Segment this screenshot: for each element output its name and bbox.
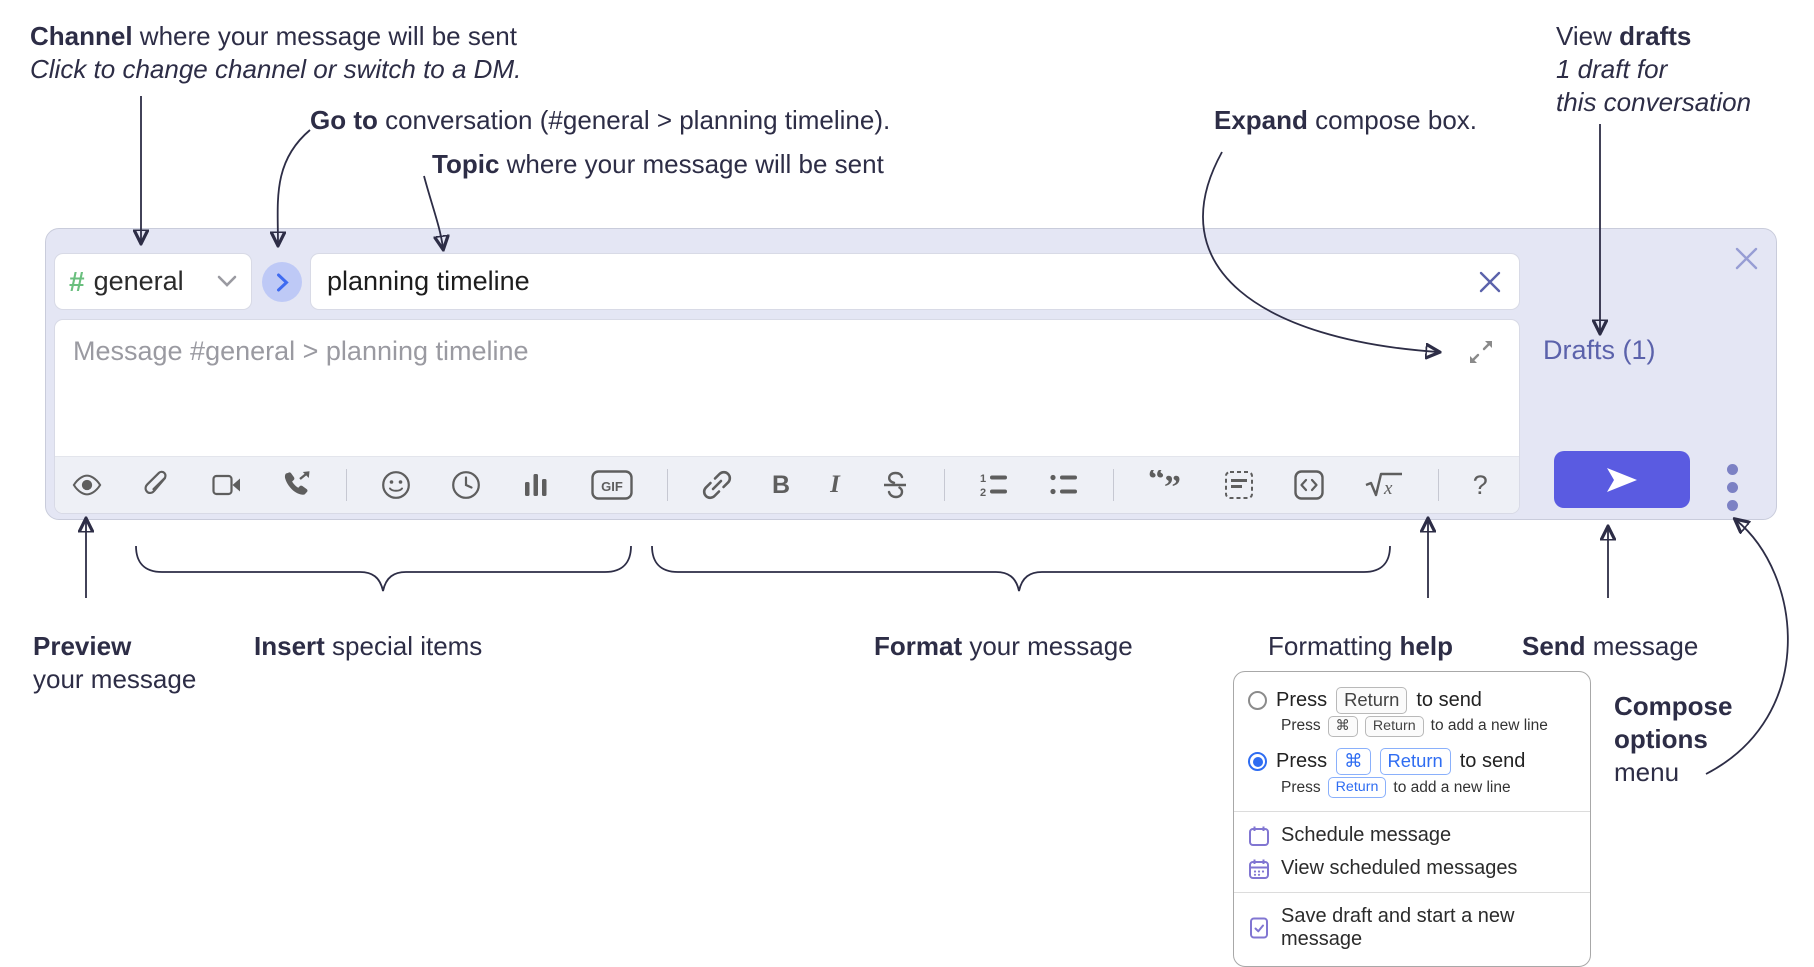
channel-selector[interactable]: # general	[54, 253, 252, 310]
emoji-icon[interactable]	[381, 470, 411, 500]
svg-text:“: “	[1148, 470, 1165, 498]
menu-item-view-scheduled[interactable]: View scheduled messages	[1234, 852, 1590, 885]
expand-compose-icon[interactable]	[1467, 338, 1495, 366]
italic-icon[interactable]: I	[830, 471, 840, 498]
go-to-conversation-button[interactable]	[262, 262, 302, 302]
preview-eye-icon[interactable]	[72, 470, 102, 500]
send-option-enter-hint: Press ⌘ Return to add a new line	[1234, 715, 1590, 743]
video-call-icon[interactable]	[212, 470, 242, 500]
strikethrough-icon[interactable]	[880, 470, 910, 500]
menu-item-save-draft[interactable]: Save draft and start a new message	[1234, 900, 1590, 956]
schedule-clock-icon[interactable]	[451, 470, 481, 500]
gif-icon[interactable]: GIF	[591, 470, 633, 500]
annotation-format: Format your message	[874, 631, 1133, 661]
calendar-view-icon	[1248, 858, 1270, 880]
math-icon[interactable]: x	[1364, 470, 1404, 500]
annotation-goto: Go to conversation (#general > planning …	[310, 105, 891, 135]
annotation-compose-options: Compose options menu	[1614, 691, 1733, 787]
menu-item-schedule-message[interactable]: Schedule message	[1234, 819, 1590, 852]
compose-box-help-diagram: { "colors": { "annotation_text": "#2d2d4…	[30, 21, 1789, 967]
svg-text:”: ”	[1164, 470, 1181, 500]
drafts-link[interactable]: Drafts (1)	[1543, 335, 1656, 365]
cmd-keycap: ⌘	[1336, 748, 1371, 775]
message-input[interactable]: Message #general > planning timeline	[54, 319, 1520, 514]
spoiler-icon[interactable]	[1224, 470, 1254, 500]
attach-paperclip-icon[interactable]	[142, 470, 172, 500]
close-compose-icon[interactable]	[1733, 245, 1760, 272]
svg-text:1: 1	[980, 473, 986, 485]
clear-topic-icon[interactable]	[1477, 269, 1503, 295]
topic-input[interactable]: planning timeline	[310, 253, 1520, 310]
annotation-topic: Topic where your message will be sent	[432, 149, 884, 179]
kebab-dot	[1726, 499, 1738, 511]
send-option-cmd-enter[interactable]: Press ⌘ Return to send	[1234, 743, 1590, 776]
annotation-expand: Expand compose box.	[1214, 105, 1478, 135]
return-keycap: Return	[1379, 748, 1451, 775]
toolbar-divider	[1437, 469, 1439, 501]
annotation-preview: Preview your message	[33, 631, 197, 694]
annotation-formatting-help: Formatting help	[1268, 631, 1453, 661]
channel-hash-icon: #	[69, 265, 85, 297]
cmd-keycap: ⌘	[1327, 715, 1358, 738]
send-option-enter[interactable]: Press Return to send	[1234, 682, 1590, 715]
bulleted-list-icon[interactable]	[1049, 470, 1079, 500]
menu-divider	[1234, 892, 1590, 894]
radio-selected[interactable]	[1248, 752, 1267, 772]
kebab-dot	[1726, 463, 1738, 475]
toolbar-divider	[1112, 469, 1114, 501]
compose-box: # general planning timeline Message #gen…	[45, 228, 1777, 520]
svg-text:2: 2	[980, 487, 986, 499]
return-keycap: Return	[1327, 776, 1387, 799]
channel-name: general	[93, 266, 184, 296]
svg-text:x: x	[1383, 478, 1393, 499]
poll-chart-icon[interactable]	[521, 470, 551, 500]
send-option-cmd-enter-hint: Press Return to add a new line	[1234, 776, 1590, 804]
return-keycap: Return	[1336, 687, 1408, 714]
radio-unselected[interactable]	[1248, 690, 1267, 710]
brace-format	[651, 545, 1391, 592]
kebab-dot	[1726, 481, 1738, 493]
annotation-send: Send message	[1522, 631, 1699, 661]
svg-text:GIF: GIF	[601, 479, 623, 494]
menu-divider	[1234, 811, 1590, 813]
quote-icon[interactable]: “”	[1148, 470, 1184, 500]
link-icon[interactable]	[702, 470, 732, 500]
arrow-goto	[278, 129, 311, 244]
return-keycap: Return	[1364, 715, 1424, 738]
annotation-view-drafts: View drafts 1 draft for this conversatio…	[1556, 21, 1752, 117]
chevron-right-icon	[276, 273, 289, 291]
bold-icon[interactable]: B	[772, 470, 791, 499]
send-button[interactable]	[1554, 451, 1690, 508]
toolbar-divider	[346, 469, 347, 501]
annotation-channel: Channel where your message will be sent …	[30, 21, 522, 84]
toolbar-divider	[943, 469, 945, 501]
compose-options-popup: Press Return to send Press ⌘ Return to a…	[1233, 671, 1591, 967]
compose-options-menu-button[interactable]	[1712, 459, 1752, 515]
code-icon[interactable]	[1294, 470, 1324, 500]
message-placeholder: Message #general > planning timeline	[73, 336, 529, 366]
save-draft-icon	[1248, 917, 1270, 939]
voice-call-icon[interactable]	[282, 470, 312, 500]
brace-insert	[135, 545, 632, 592]
calendar-icon	[1248, 825, 1270, 847]
toolbar-divider	[667, 469, 668, 501]
annotation-insert: Insert special items	[254, 631, 483, 661]
message-formatting-help-icon[interactable]: ?	[1472, 469, 1488, 500]
chevron-down-icon	[217, 275, 237, 287]
send-icon	[1607, 467, 1637, 492]
topic-value: planning timeline	[327, 266, 530, 296]
